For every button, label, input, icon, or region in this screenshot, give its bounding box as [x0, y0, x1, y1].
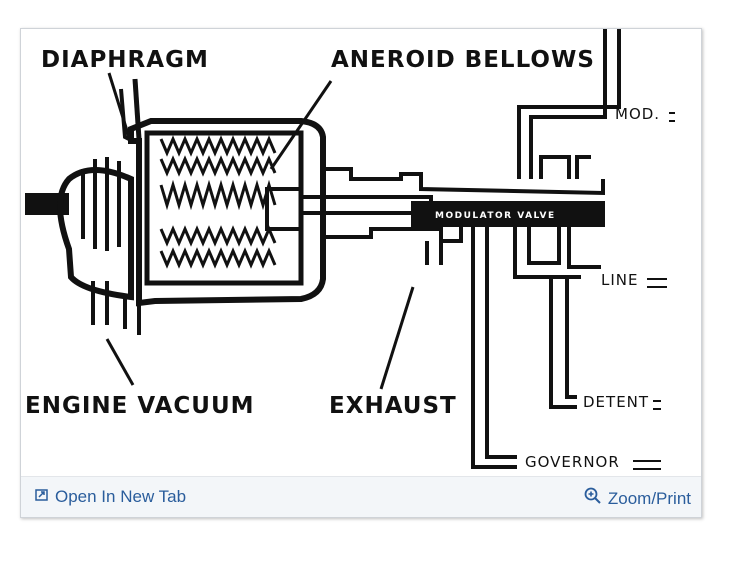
mod-line: [517, 29, 621, 179]
diaphragm-shell: [128, 118, 326, 307]
zoom-print-link[interactable]: Zoom/Print: [584, 487, 691, 510]
exhaust-leader: [379, 286, 415, 390]
line-pressure-line: [513, 225, 601, 279]
detent-label: DETENT: [583, 393, 649, 411]
valve-body-top: [323, 167, 605, 196]
open-in-new-tab-link[interactable]: Open In New Tab: [35, 487, 186, 507]
open-in-new-tab-icon: [35, 487, 49, 507]
modulator-diagram: MODULATOR VALVE DIAPHRAGM ANEROID BELLOW…: [25, 29, 675, 471]
governor-label: GOVERNOR: [525, 453, 620, 471]
open-in-new-tab-label: Open In New Tab: [55, 487, 187, 506]
port-markers: [633, 112, 675, 470]
aneroid-bellows-label: ANEROID BELLOWS: [331, 47, 595, 73]
exhaust-label: EXHAUST: [329, 393, 457, 419]
diaphragm-leader: [107, 72, 131, 138]
vacuum-leader: [105, 338, 135, 386]
aneroid-bellows-coils: [159, 135, 277, 269]
left-spring: [81, 157, 121, 251]
zoom-print-label: Zoom/Print: [607, 488, 691, 508]
modulator-valve-spool: [411, 201, 605, 227]
engine-vacuum-label: ENGINE VACUUM: [25, 393, 255, 419]
zoom-in-icon: [584, 487, 602, 510]
diaphragm-label: DIAPHRAGM: [41, 47, 209, 73]
line-label: LINE: [601, 271, 638, 289]
bellows-leader: [269, 80, 333, 170]
image-footer: Open In New Tab Zoom/Print: [21, 476, 701, 517]
detent-line: [549, 279, 577, 409]
diaphragm-lip: [119, 88, 134, 143]
governor-line: [471, 225, 517, 469]
modulator-valve-label: MODULATOR VALVE: [435, 211, 556, 221]
exhaust-port: [425, 241, 443, 265]
diagram-card: MODULATOR VALVE DIAPHRAGM ANEROID BELLOW…: [20, 28, 702, 518]
engine-vacuum-tube: [91, 281, 141, 335]
valve-body-bottom: [323, 223, 603, 243]
mod-label: MOD.: [615, 105, 660, 123]
